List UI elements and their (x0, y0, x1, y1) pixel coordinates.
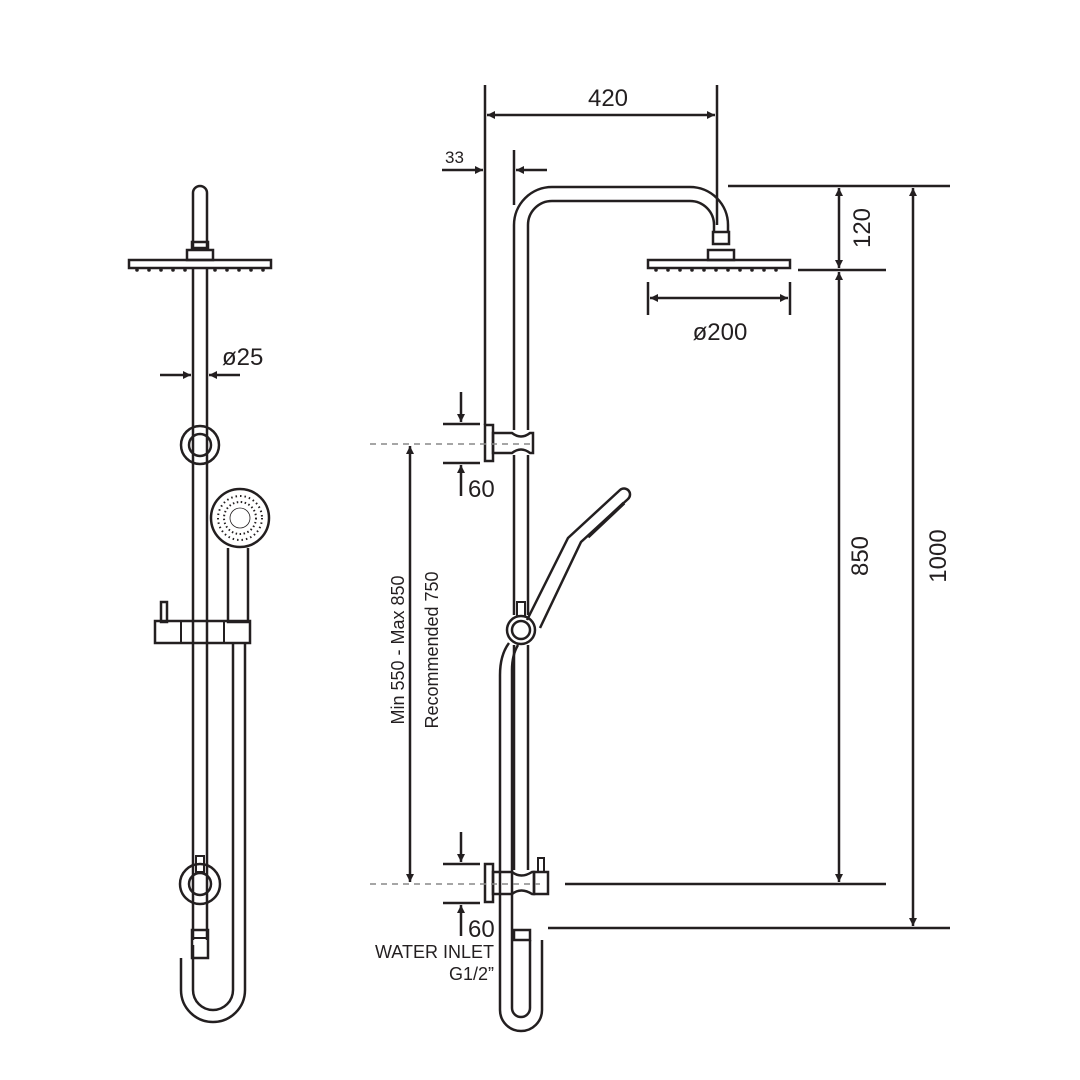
front-lower-bracket (178, 862, 222, 906)
front-hose (191, 643, 235, 1012)
front-view: ø25 (127, 184, 273, 1024)
water-inlet-label: WATER INLET (375, 942, 494, 962)
arm-drop-label: 120 (849, 208, 876, 248)
front-nozzles (135, 268, 265, 272)
head-diameter-label: ø200 (693, 319, 748, 346)
front-upper-bracket (179, 424, 221, 466)
side-arm-outer (512, 185, 730, 430)
front-head-connector (185, 248, 215, 262)
lower-bracket-label: 60 (468, 916, 495, 943)
head-height-label: 850 (847, 536, 874, 576)
water-inlet-thread-label: G1/2” (449, 964, 494, 984)
front-slider (153, 619, 252, 645)
wall-offset-label: 33 (445, 148, 464, 167)
arm-reach-label: 420 (588, 85, 628, 112)
side-hand-shower (505, 487, 632, 646)
side-rain-head (646, 258, 792, 270)
bracket-span-recommended-label: Recommended 750 (422, 571, 442, 728)
upper-bracket-label: 60 (468, 476, 495, 503)
riser-diameter-label: ø25 (222, 344, 263, 371)
side-hose (498, 642, 544, 1033)
front-top-pipe (191, 184, 209, 248)
total-height-label: 1000 (925, 529, 952, 582)
bracket-span-range-label: Min 550 - Max 850 (388, 575, 408, 724)
side-arm-inner (526, 199, 716, 430)
front-hand-shower (209, 487, 271, 624)
side-view: 420 33 ø200 120 850 1000 Min 550 - Max 8… (370, 85, 952, 1033)
front-rain-head (127, 258, 273, 270)
